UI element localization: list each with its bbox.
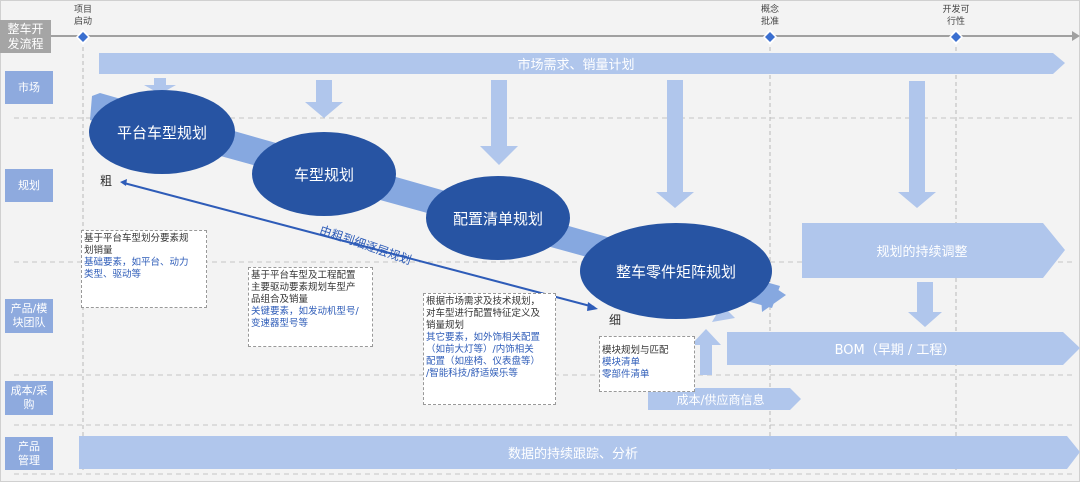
note-line-highlight: 关键要素，如发动机型号/ [251,306,359,317]
lane-label-product-team: 产品/模块团队 [5,299,53,333]
tracking-band [79,436,1080,469]
lane-label-cost-procurement: 成本/采购 [5,381,53,415]
milestone-label-feasibility: 开发可 行性 [936,4,976,28]
note-line-highlight: 零部件清单 [602,369,650,380]
stage-ellipse-model [252,132,396,216]
cost-band [648,388,801,410]
down-arrow [656,80,694,208]
lane-label-text: 购 [23,398,35,411]
lane-label-text: 产品/模 [10,302,48,315]
milestone-line: 项目 [73,5,92,15]
lane-label-text: 管理 [18,453,40,467]
stage-parts-matrix-label: 整车零件矩阵规划 [615,262,736,281]
milestone-diamond [951,32,961,42]
note-line: 主要驱动要素规划车型产 [251,282,356,293]
lane-label-text: 成本/采 [10,384,48,397]
milestone-line: 行性 [946,17,965,27]
note-line: 销量规划 [426,320,465,331]
stage-model-label: 车型规划 [293,165,354,184]
milestone-label-project-start: 项目 启动 [63,4,103,28]
tracking-band-label: 数据的持续跟踪、分析 [507,447,638,462]
process-label-line: 发流程 [7,36,44,51]
coarse-to-fine-line [123,182,595,308]
stage-ellipse-parts [580,223,772,319]
note-line: 划销量 [84,245,113,256]
milestone-diamond [765,32,775,42]
down-arrow [144,78,176,94]
note-line-highlight: 类型、驱动等 [84,269,142,280]
down-arrow [898,81,936,208]
fine-label: 细 [609,313,622,327]
bom-band-label: BOM（早期 / 工程） [834,343,956,358]
coarse-label: 粗 [100,174,113,188]
stage-platform-label: 平台车型规划 [116,123,207,142]
milestone-line: 批准 [760,17,779,27]
note-line-highlight: 变速器型号等 [251,318,309,329]
stage-config-label: 配置清单规划 [452,209,543,228]
note-platform: 基于平台车型划分要素规 划销量 基础要素，如平台、动力 类型、驱动等 [81,230,207,308]
down-arrows [144,78,942,327]
lane-label-text: 市场 [18,80,40,94]
timeline-arrowhead [1072,31,1080,41]
up-arrow-bom [712,305,735,322]
note-module: 模块规划与匹配 模块清单 零部件清单 [599,336,695,392]
lane-label-planning: 规划 [5,169,53,202]
market-band [99,53,1065,74]
down-arrow-adjust-to-bom [908,282,942,327]
market-band-label: 市场需求、销量计划 [517,58,635,73]
lane-label-text: 规划 [18,178,40,192]
milestone-diamond [78,32,88,42]
milestone-label-concept-approval: 概念 批准 [750,4,790,28]
down-arrow [305,80,343,118]
bom-band [727,332,1080,365]
lane-label-text: 块团队 [12,316,46,329]
note-line: 基于平台车型划分要素规 [84,233,189,244]
note-line-highlight: /智能科技/舒适娱乐等 [426,368,518,379]
process-label-line: 整车开 [7,21,44,36]
stage-ellipse-platform [89,90,235,174]
coarse-arrowhead [120,179,127,186]
fine-arrowhead [587,302,598,311]
note-line: 基于平台车型及工程配置 [251,270,356,281]
lane-label-product-management: 产品管理 [5,437,53,470]
note-line: 根据市场需求及技术规划， [426,296,541,307]
milestone-line: 开发可 [942,5,970,15]
process-label: 整车开发流程 [0,20,51,53]
note-line-highlight: 模块清单 [602,357,641,368]
lane-label-text: 产品 [18,439,40,453]
stage-ellipse-config [426,176,570,260]
milestone-line: 概念 [760,5,779,15]
note-line: 品组合及销量 [251,294,309,305]
note-line-highlight: 配置（如座椅、仪表盘等） [426,356,541,367]
adjust-band [802,223,1065,278]
note-model: 基于平台车型及工程配置 主要驱动要素规划车型产 品组合及销量 关键要素，如发动机… [248,267,373,347]
milestone-line: 启动 [73,17,92,27]
note-config: 根据市场需求及技术规划， 对车型进行配置特征定义及 销量规划 其它要素，如外饰相… [423,293,556,405]
adjust-band-label: 规划的持续调整 [876,245,968,260]
up-arrow-cost [691,329,721,375]
note-line-highlight: 基础要素，如平台、动力 [84,257,189,268]
cost-band-label: 成本/供应商信息 [676,392,765,407]
milestone-diamonds [76,29,963,45]
lane-label-market: 市场 [5,71,53,104]
down-arrow [480,80,518,165]
note-line: 模块规划与匹配 [602,345,669,356]
note-line: 对车型进行配置特征定义及 [426,308,541,319]
note-line-highlight: 其它要素，如外饰相关配置 [426,332,541,343]
note-line-highlight: （如前大灯等）/内饰相关 [426,344,534,355]
